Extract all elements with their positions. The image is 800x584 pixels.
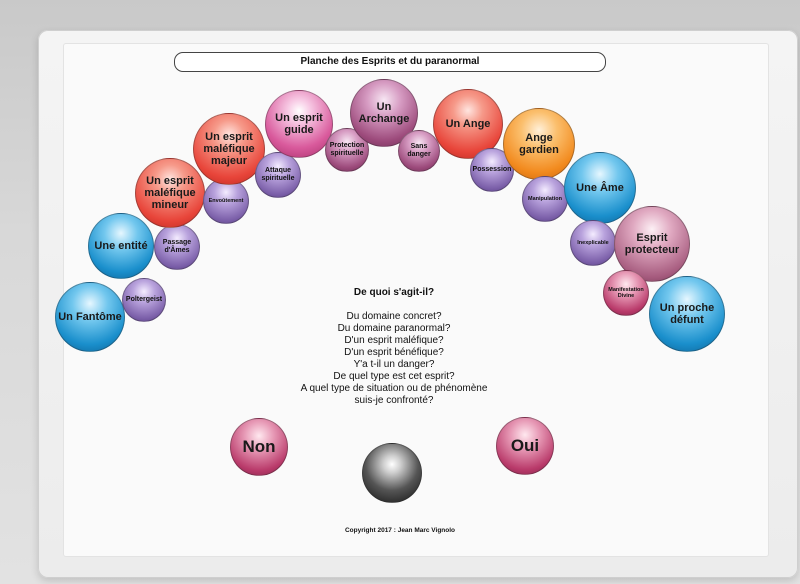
bubble-malefique-mineur[interactable]: Un esprit maléfique mineur	[135, 158, 205, 228]
bubble-ange[interactable]: Un Ange	[433, 89, 503, 159]
bubble-protection[interactable]: Protection spirituelle	[325, 128, 369, 172]
bubble-envoutement[interactable]: Envoûtement	[203, 178, 249, 224]
bubble-proche-defunt[interactable]: Un proche défunt	[649, 276, 725, 352]
bubble-manipulation[interactable]: Manipulation	[522, 176, 568, 222]
pendulum-center-ball[interactable]	[362, 443, 422, 503]
bubble-esprit-protecteur[interactable]: Esprit protecteur	[614, 206, 690, 282]
question-line: De quel type est cet esprit?	[333, 371, 455, 382]
answer-no-button[interactable]: Non	[230, 418, 288, 476]
question-line: suis-je confronté?	[354, 395, 434, 406]
answer-yes-button[interactable]: Oui	[496, 417, 554, 475]
bubble-ange-gardien[interactable]: Ange gardien	[503, 108, 575, 180]
bubble-esprit-guide[interactable]: Un esprit guide	[265, 90, 333, 158]
bubble-inexplicable[interactable]: Inexplicable	[570, 220, 616, 266]
bubble-ame[interactable]: Une Âme	[564, 152, 636, 224]
question-block: De quoi s'agit-il? Du domaine concret? D…	[268, 287, 520, 407]
bubble-archange[interactable]: Un Archange	[350, 79, 418, 147]
copyright-text: Copyright 2017 : Jean Marc Vignolo	[344, 527, 456, 534]
bubble-passage[interactable]: Passage d'Âmes	[154, 224, 200, 270]
bubble-attaque[interactable]: Attaque spirituelle	[255, 152, 301, 198]
question-line: A quel type de situation ou de phénomène	[300, 383, 488, 394]
board-title: Planche des Esprits et du paranormal	[174, 52, 606, 72]
bubble-manifestation[interactable]: Manifestation Divine	[603, 270, 649, 316]
bubble-sans-danger[interactable]: Sans danger	[398, 130, 440, 172]
bubble-entite[interactable]: Une entité	[88, 213, 154, 279]
bubble-poltergeist[interactable]: Poltergeist	[122, 278, 166, 322]
question-title: De quoi s'agit-il?	[353, 287, 435, 298]
question-line: Du domaine paranormal?	[337, 323, 451, 334]
question-line: D'un esprit maléfique?	[344, 335, 444, 346]
question-line: D'un esprit bénéfique?	[344, 347, 444, 358]
question-line: Du domaine concret?	[346, 311, 442, 322]
bubble-fantome[interactable]: Un Fantôme	[55, 282, 125, 352]
question-line: Y'a t-il un danger?	[353, 359, 435, 370]
bubble-malefique-majeur[interactable]: Un esprit maléfique majeur	[193, 113, 265, 185]
